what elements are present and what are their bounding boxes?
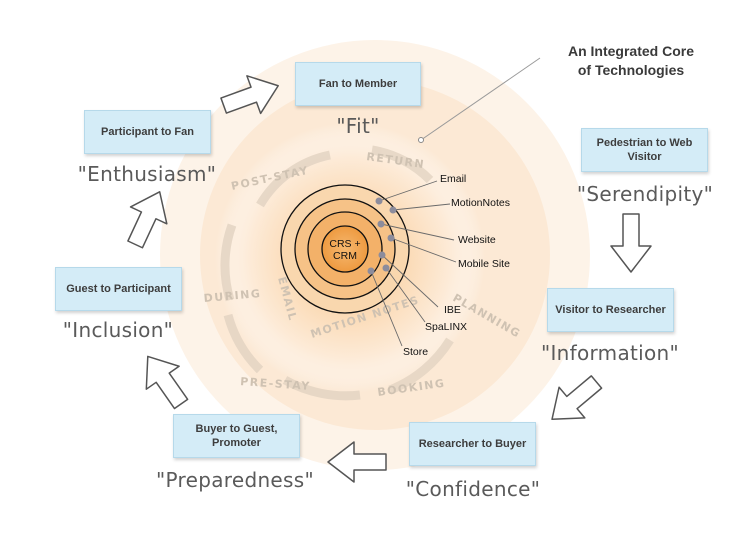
quote-enthusiasm: "Enthusiasm" (77, 162, 217, 186)
arrow-information-to-confidence (551, 375, 603, 421)
stage-pre-stay: PRE-STAY (240, 375, 311, 393)
quote-preparedness: "Preparedness" (156, 468, 314, 492)
core-label-line2: CRM (333, 250, 357, 262)
step-box-guest-to-participant: Guest to Participant (55, 267, 182, 311)
step-box-buyer-to-guest-promoter: Buyer to Guest, Promoter (173, 414, 300, 458)
title-pointer-line (420, 57, 541, 141)
tech-mobile-site: Mobile Site (458, 258, 510, 270)
tech-store: Store (403, 346, 428, 358)
quote-fit: "Fit" (336, 114, 380, 138)
arrow-enthusiasm-to-fit (220, 75, 279, 115)
diagram-title: An Integrated Core of Technologies (556, 42, 706, 80)
title-pointer-dot (418, 137, 424, 143)
tech-spalinx: SpaLINX (425, 321, 467, 333)
tech-motionnotes: MotionNotes (451, 197, 510, 209)
arrow-serendipity-to-information (610, 213, 652, 273)
step-box-fan-to-member: Fan to Member (295, 62, 421, 106)
step-box-researcher-to-buyer: Researcher to Buyer (409, 422, 536, 466)
step-box-pedestrian-to-web-visitor: Pedestrian to Web Visitor (581, 128, 708, 172)
flow-arrows (127, 75, 652, 483)
technology-dots (367, 197, 397, 275)
arrow-preparedness-to-inclusion (145, 355, 189, 410)
lifecycle-faint-arrows (220, 145, 454, 401)
quote-serendipity: "Serendipity" (576, 182, 714, 206)
quote-inclusion: "Inclusion" (62, 318, 174, 342)
arrow-inclusion-to-enthusiasm (127, 191, 168, 249)
tech-ibe: IBE (444, 304, 461, 316)
step-box-visitor-to-researcher: Visitor to Researcher (547, 288, 674, 332)
core-label-line1: CRS + (329, 238, 360, 250)
arrow-confidence-to-preparedness (327, 441, 387, 483)
diagram-title-line1: An Integrated Core (567, 43, 694, 59)
tech-email: Email (440, 173, 466, 185)
quote-information: "Information" (540, 341, 680, 365)
tech-website: Website (458, 234, 496, 246)
diagram-title-line2: of Technologies (577, 62, 685, 78)
crs-crm-core (321, 225, 369, 273)
stage-during: DURING (203, 287, 262, 305)
technology-connectors (370, 180, 457, 347)
quote-confidence: "Confidence" (405, 477, 541, 501)
step-box-participant-to-fan: Participant to Fan (84, 110, 211, 154)
